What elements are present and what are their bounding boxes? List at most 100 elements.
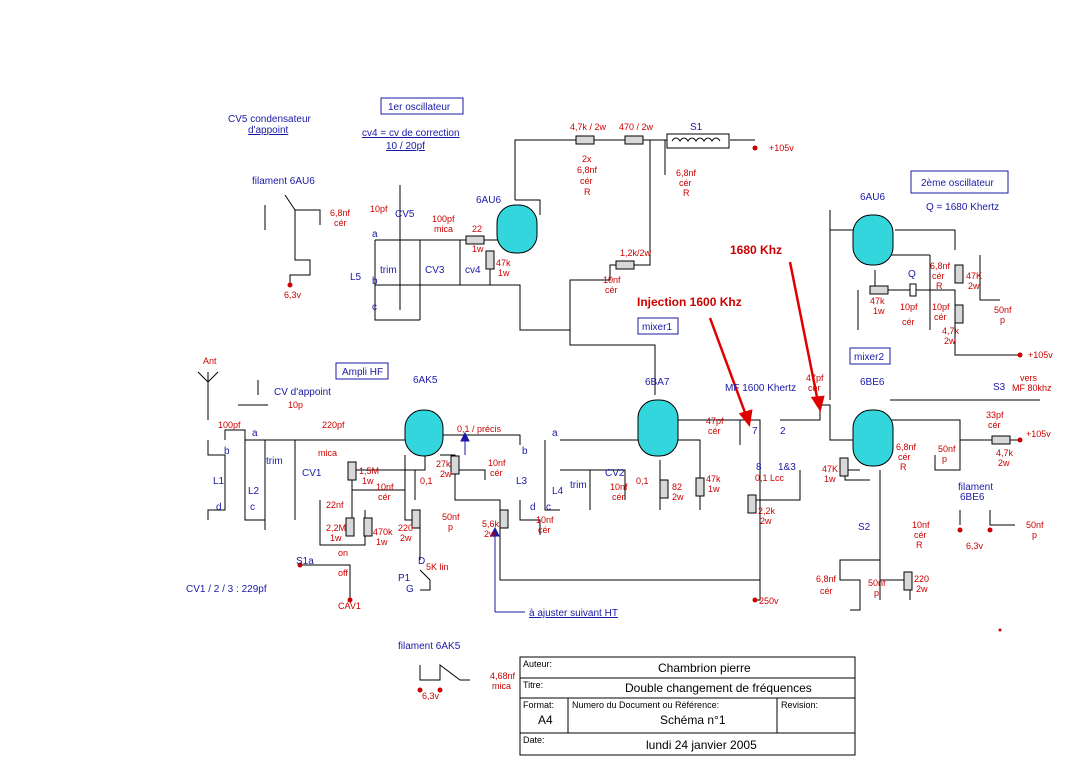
red-labels: 1680 Khz Injection 1600 Khz Ant 100pf 10… [203, 122, 1053, 701]
label-0-1-precis: 0,1 / précis [457, 424, 502, 434]
label-6-8nf-b: 6,8nf [816, 574, 837, 584]
box-mixer2-text: mixer2 [854, 352, 884, 363]
label-b-l1: b [224, 446, 230, 457]
label-100pf: 100pf [218, 420, 241, 430]
r-47k-mixer1 [695, 477, 705, 497]
label-50nf-b: 50nf [938, 444, 956, 454]
note-fil6be6b: 6BE6 [960, 492, 985, 503]
label-cer-c: cér [538, 525, 551, 535]
crystal-q [909, 283, 917, 297]
label-mica-1: mica [318, 448, 337, 458]
label-p-d: p [1032, 530, 1037, 540]
r-4-7k-2w [575, 135, 595, 145]
label-220-b: 220 [914, 574, 929, 584]
tb-author-label: Auteur: [523, 659, 552, 669]
label-6-8nf-f: 6,8nf [930, 261, 951, 271]
label-10pf-c: 10pf [932, 302, 950, 312]
label-d-l1: d [216, 502, 222, 513]
tube-6au6-osc2 [852, 214, 894, 266]
label-cer-g: cér [898, 452, 911, 462]
box-osc2 [910, 170, 1009, 194]
label-47k-a: 47k [706, 474, 721, 484]
label-2w-h: 2w [968, 281, 980, 291]
r-5-6k [499, 509, 509, 529]
label-0-1-b: 0,1 [636, 476, 649, 486]
label-cer-m: cér [679, 178, 692, 188]
label-b-l5: b [372, 276, 378, 287]
label-4-7k-b: 4,7k [942, 326, 960, 336]
r-82 [659, 479, 669, 499]
label-470-2w: 470 / 2w [619, 122, 654, 132]
label-10nf-d: 10nf [610, 482, 628, 492]
r-47k-osc2 [869, 285, 889, 295]
label-10pf-a: 10pf [370, 204, 388, 214]
label-1w-e: 1w [824, 474, 836, 484]
label-4-7k-2w: 4,7k / 2w [570, 122, 607, 132]
label-cer-q: cér [932, 271, 945, 281]
label-1-5m: 1,5M [359, 466, 379, 476]
label-n7: 7 [752, 426, 758, 437]
label-s2: S2 [858, 522, 871, 533]
label-p-c: p [874, 588, 879, 598]
label-50nf-d: 50nf [1026, 520, 1044, 530]
label-cv-appoint: CV d'appoint [274, 387, 331, 398]
label-cer-a: cér [378, 492, 391, 502]
label-2-2m: 2,2M [326, 523, 346, 533]
label-0-1-a: 0,1 [420, 476, 433, 486]
tube-6be6 [852, 409, 894, 467]
note-ajuster: à ajuster suivant HT [529, 608, 618, 619]
label-1w-a: 1w [362, 476, 374, 486]
tube-label-6ak5: 6AK5 [413, 375, 438, 386]
label-on: on [338, 548, 348, 558]
label-22nf: 22nf [326, 500, 344, 510]
box-osc1-text: 1er oscillateur [388, 102, 451, 113]
r-220 [411, 509, 421, 529]
note-cv5b: d'appoint [248, 125, 289, 136]
label-R-c: R [584, 187, 591, 197]
label-cav1: CAV1 [338, 601, 361, 611]
label-10nf-f: 10nf [603, 275, 621, 285]
label-cer-d: cér [612, 492, 625, 502]
choke-s1 [666, 133, 730, 149]
label-R-a: R [900, 462, 907, 472]
label-1w-h: 1w [873, 306, 885, 316]
note-cv123: CV1 / 2 / 3 : 229pf [186, 584, 267, 595]
r-2-2m [345, 517, 355, 537]
label-1w-b: 1w [330, 533, 342, 543]
label-47K-c: 47K [966, 271, 982, 281]
label-n8: 8 [756, 462, 762, 473]
r-1-5m [347, 461, 357, 481]
r-4-7k-osc2 [954, 304, 964, 324]
label-b-l3: b [522, 446, 528, 457]
tube-6au6-osc1 [496, 204, 538, 254]
label-c-l4: c [546, 502, 551, 513]
label-2w-g: 2w [916, 584, 928, 594]
label-2w-b: 2w [440, 469, 452, 479]
label-5-6k: 5,6k [482, 519, 500, 529]
label-6-8nf-a: 6,8nf [896, 442, 917, 452]
note-cv4: cv4 = cv de correction [362, 128, 460, 139]
tb-format-label: Format: [523, 700, 554, 710]
label-cv4: cv4 [465, 265, 481, 276]
label-trim-2: trim [266, 456, 283, 467]
tb-date: lundi 24 janvier 2005 [646, 738, 757, 752]
label-p1: P1 [398, 573, 411, 584]
label-50nf-e: 50nf [994, 305, 1012, 315]
label-p-a: p [448, 522, 453, 532]
label-1w-f: 1w [472, 244, 484, 254]
r-220-mixer2 [903, 571, 913, 591]
note-cv4b: 10 / 20pf [386, 141, 425, 152]
r-27k [450, 455, 460, 475]
label-2-2k: 2,2k [758, 506, 776, 516]
tb-revision-label: Revision: [781, 700, 818, 710]
label-cer-h: cér [988, 420, 1001, 430]
label-50nf-a: 50nf [442, 512, 460, 522]
label-cv1: CV1 [302, 468, 322, 479]
label-2w-e: 2w [760, 516, 772, 526]
label-6-3v-a: 6,3v [966, 541, 984, 551]
note-fil6be6: filament [958, 482, 993, 493]
r-470k [363, 517, 373, 537]
label-cer-f: cér [808, 383, 821, 393]
r-1-2k [615, 260, 635, 270]
label-33pf: 33pf [986, 410, 1004, 420]
